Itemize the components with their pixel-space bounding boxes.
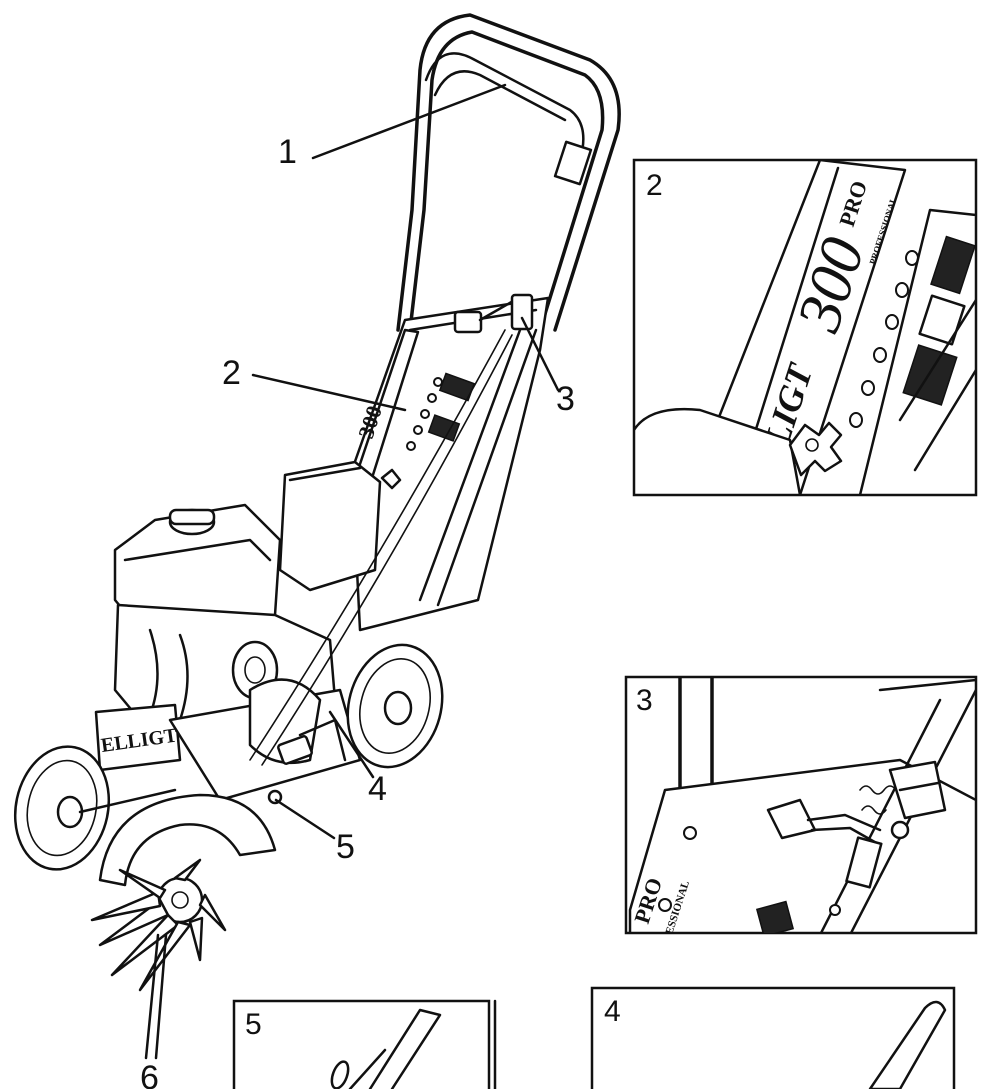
panel-2-label: 2 [646, 169, 663, 202]
panel-5-label: 5 [245, 1008, 262, 1041]
callouts: 1 2 3 4 5 6 [140, 83, 575, 1089]
callout-1-leader [311, 83, 507, 160]
callout-4-leader [328, 710, 375, 779]
callout-6-label: 6 [140, 1059, 159, 1089]
panel-3-label: 3 [636, 684, 653, 717]
detail-panel-5: 5 [232, 999, 497, 1089]
handle-bar [396, 13, 621, 332]
callout-1-label: 1 [278, 133, 297, 171]
panel-4-label: 4 [604, 995, 621, 1028]
blade [90, 858, 227, 992]
callout-3-label: 3 [556, 380, 575, 418]
callout-2-leader [251, 373, 407, 412]
callout-6-leader [144, 933, 160, 1060]
callout-2-label: 2 [222, 354, 241, 392]
detail-panel-3: PRO ESSIONAL 3 [624, 675, 978, 935]
callout-3-leader [520, 316, 560, 392]
callout-5-leader [274, 798, 336, 840]
rear-wheel [346, 643, 444, 769]
blade-guard [98, 793, 277, 887]
edger-illustration: 300 [13, 13, 621, 992]
callout-4-label: 4 [368, 770, 387, 808]
detail-panel-2: LLIGT 300 PRO PROFESSIONAL 2 [632, 158, 978, 497]
front-wheel [13, 745, 177, 871]
callout-5-label: 5 [336, 828, 355, 866]
lower-frame: ELLIGT [94, 329, 513, 805]
detail-panel-4: 4 [590, 986, 956, 1089]
frame-plate: 300 [350, 293, 550, 632]
